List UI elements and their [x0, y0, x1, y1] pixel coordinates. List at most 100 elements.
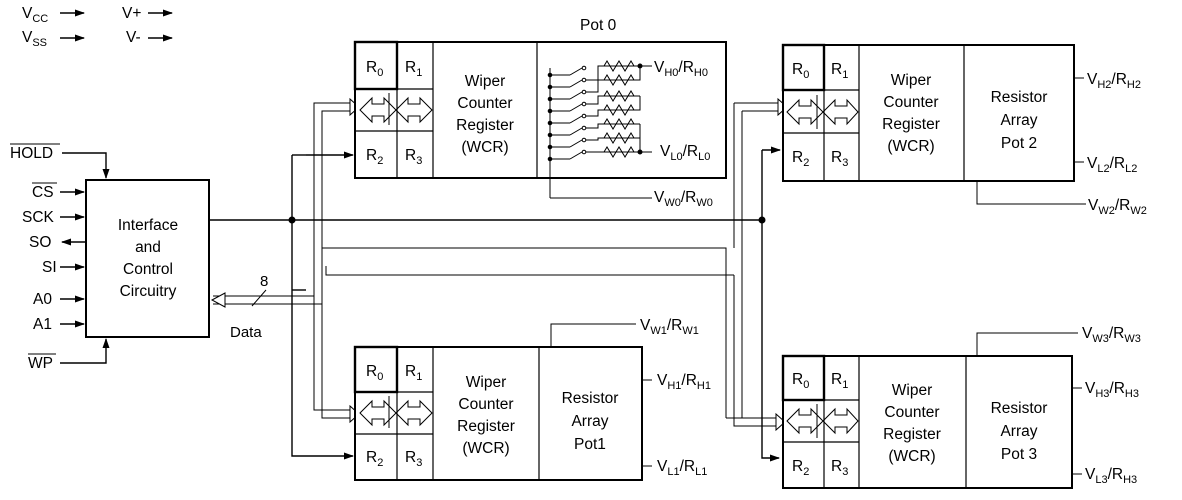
pot3-array-3: Pot 3 — [1001, 446, 1037, 463]
pot3-box — [782, 355, 1073, 489]
pot2-r3: R3 — [831, 149, 848, 169]
data-bus-pot1-a — [313, 296, 350, 411]
bus-width-label: 8 — [260, 273, 268, 290]
pot2-wcr-2: Counter — [883, 94, 938, 111]
pot3-wcr-1: Wiper — [892, 382, 932, 399]
control-label-1: Interface — [118, 217, 178, 234]
pot1-transfer-arrows — [359, 396, 433, 428]
pot0-transfer-arrows — [359, 93, 433, 125]
data-label: Data — [230, 324, 262, 341]
pot3-wcr-2: Counter — [884, 404, 939, 421]
pot2-box — [782, 44, 1075, 182]
pot3-r3: R3 — [831, 458, 848, 478]
pot2-vw-label: VW2/RW2 — [1088, 197, 1147, 217]
pin-a1: A1 — [33, 316, 52, 333]
pot3-wcr-4: (WCR) — [888, 448, 935, 465]
pot1-block: R0 R1 R2 R3 Wiper Counter Register (WCR)… — [353, 317, 711, 481]
pot2-array-2: Array — [1000, 112, 1037, 129]
pot1-wcr-1: Wiper — [466, 374, 506, 391]
pot2-r0: R0 — [792, 61, 809, 81]
pot1-vw-label: VW1/RW1 — [640, 317, 699, 337]
pot2-array-1: Resistor — [991, 89, 1048, 106]
pot1-vl-label: VL1/RL1 — [657, 458, 707, 478]
control-box — [85, 179, 210, 338]
pin-wp-wire — [60, 338, 110, 364]
data-bus-loop-a — [321, 236, 727, 418]
pot3-array-2: Array — [1000, 423, 1037, 440]
pot3-wiper-wire — [976, 332, 1078, 356]
bus-width-slash — [251, 289, 267, 307]
pot3-transfer-arrows — [786, 404, 859, 438]
pot0-r0: R0 — [366, 59, 383, 79]
pot1-array-3: Pot1 — [574, 436, 606, 453]
pot3-vh-label: VH3/RH3 — [1085, 380, 1139, 400]
pot0-wcr-3: Register — [456, 117, 514, 134]
pot1-array-1: Resistor — [562, 390, 619, 407]
pot0-box — [354, 41, 727, 179]
control-block: Interface and Control Circuitry HOLD CS … — [10, 143, 210, 372]
pot2-r2: R2 — [792, 149, 809, 169]
pot2-wiper-wire — [976, 181, 1086, 205]
pot1-wcr-2: Counter — [458, 396, 513, 413]
pot3-r2: R2 — [792, 458, 809, 478]
pin-si: SI — [42, 259, 57, 276]
pot0-wcr-4: (WCR) — [461, 139, 508, 156]
pot3-vl-label: VL3/RH3 — [1085, 466, 1137, 486]
pin-sck: SCK — [22, 209, 55, 226]
pot2-wcr-1: Wiper — [891, 72, 931, 89]
pot1-array-2: Array — [571, 413, 608, 430]
pot0-wcr-1: Wiper — [465, 73, 505, 90]
pot0-r3: R3 — [405, 147, 422, 167]
pot1-wcr-3: Register — [457, 418, 515, 435]
pot3-vw-label: VW3/RW3 — [1082, 325, 1141, 345]
pot2-wcr-4: (WCR) — [887, 138, 934, 155]
pot0-vh-label: VH0/RH0 — [654, 59, 708, 79]
control-label-3: Control — [123, 261, 173, 278]
pin-a0: A0 — [33, 291, 52, 308]
data-bus-loop-b — [325, 266, 734, 276]
pot1-r2: R2 — [366, 449, 383, 469]
pot1-wcr-4: (WCR) — [462, 440, 509, 457]
legend-vcc: VCC — [22, 5, 48, 25]
pot3-wcr-3: Register — [883, 426, 941, 443]
pot1-wiper-wire — [550, 323, 636, 347]
legend: VCC VSS V+ V- — [22, 5, 173, 49]
pot2-r1: R1 — [831, 61, 848, 81]
pot0-vw-label: VW0/RW0 — [654, 189, 713, 209]
pot1-r2-arrow — [291, 290, 354, 460]
pin-so: SO — [29, 234, 51, 251]
pin-cs: CS — [32, 184, 54, 201]
pot1-r3: R3 — [405, 449, 422, 469]
data-bus-line-a — [213, 102, 350, 297]
pot0-resistor-network — [547, 60, 652, 199]
pot1-r0: R0 — [366, 363, 383, 383]
pot0-title: Pot 0 — [580, 17, 617, 34]
data-bus-arrowhead-left — [210, 292, 226, 308]
pot1-r1: R1 — [405, 363, 422, 383]
legend-vminus: V- — [126, 29, 141, 46]
pot1-box — [354, 346, 643, 481]
pot3-block: R0 R1 R2 R3 Wiper Counter Register (WCR)… — [781, 325, 1141, 489]
pin-hold-wire — [62, 152, 110, 179]
bus-wiring: 8 Data — [209, 97, 788, 462]
pot3-bus-arrowhead — [775, 412, 786, 432]
pin-wp: WP — [28, 355, 53, 372]
pot2-wcr-3: Register — [882, 116, 940, 133]
pot3-r2-arrow — [761, 150, 780, 462]
pot2-block: R0 R1 R2 R3 Wiper Counter Register (WCR)… — [781, 43, 1147, 217]
pot0-r1: R1 — [405, 59, 422, 79]
control-label-4: Circuitry — [120, 283, 177, 300]
pot1-vh-label: VH1/RH1 — [657, 372, 711, 392]
pot2-array-3: Pot 2 — [1001, 135, 1037, 152]
data-bus-line-b — [213, 110, 350, 305]
pot0-wcr-2: Counter — [457, 95, 512, 112]
pot2-transfer-arrows — [786, 95, 859, 129]
pot2-vl-label: VL2/RL2 — [1087, 155, 1137, 175]
legend-vplus: V+ — [122, 5, 141, 22]
data-bus-pot3-b — [733, 275, 776, 427]
pot3-r1: R1 — [831, 371, 848, 391]
legend-vss: VSS — [22, 29, 47, 49]
pot2-vh-label: VH2/RH2 — [1087, 71, 1141, 91]
control-label-2: and — [135, 239, 161, 256]
